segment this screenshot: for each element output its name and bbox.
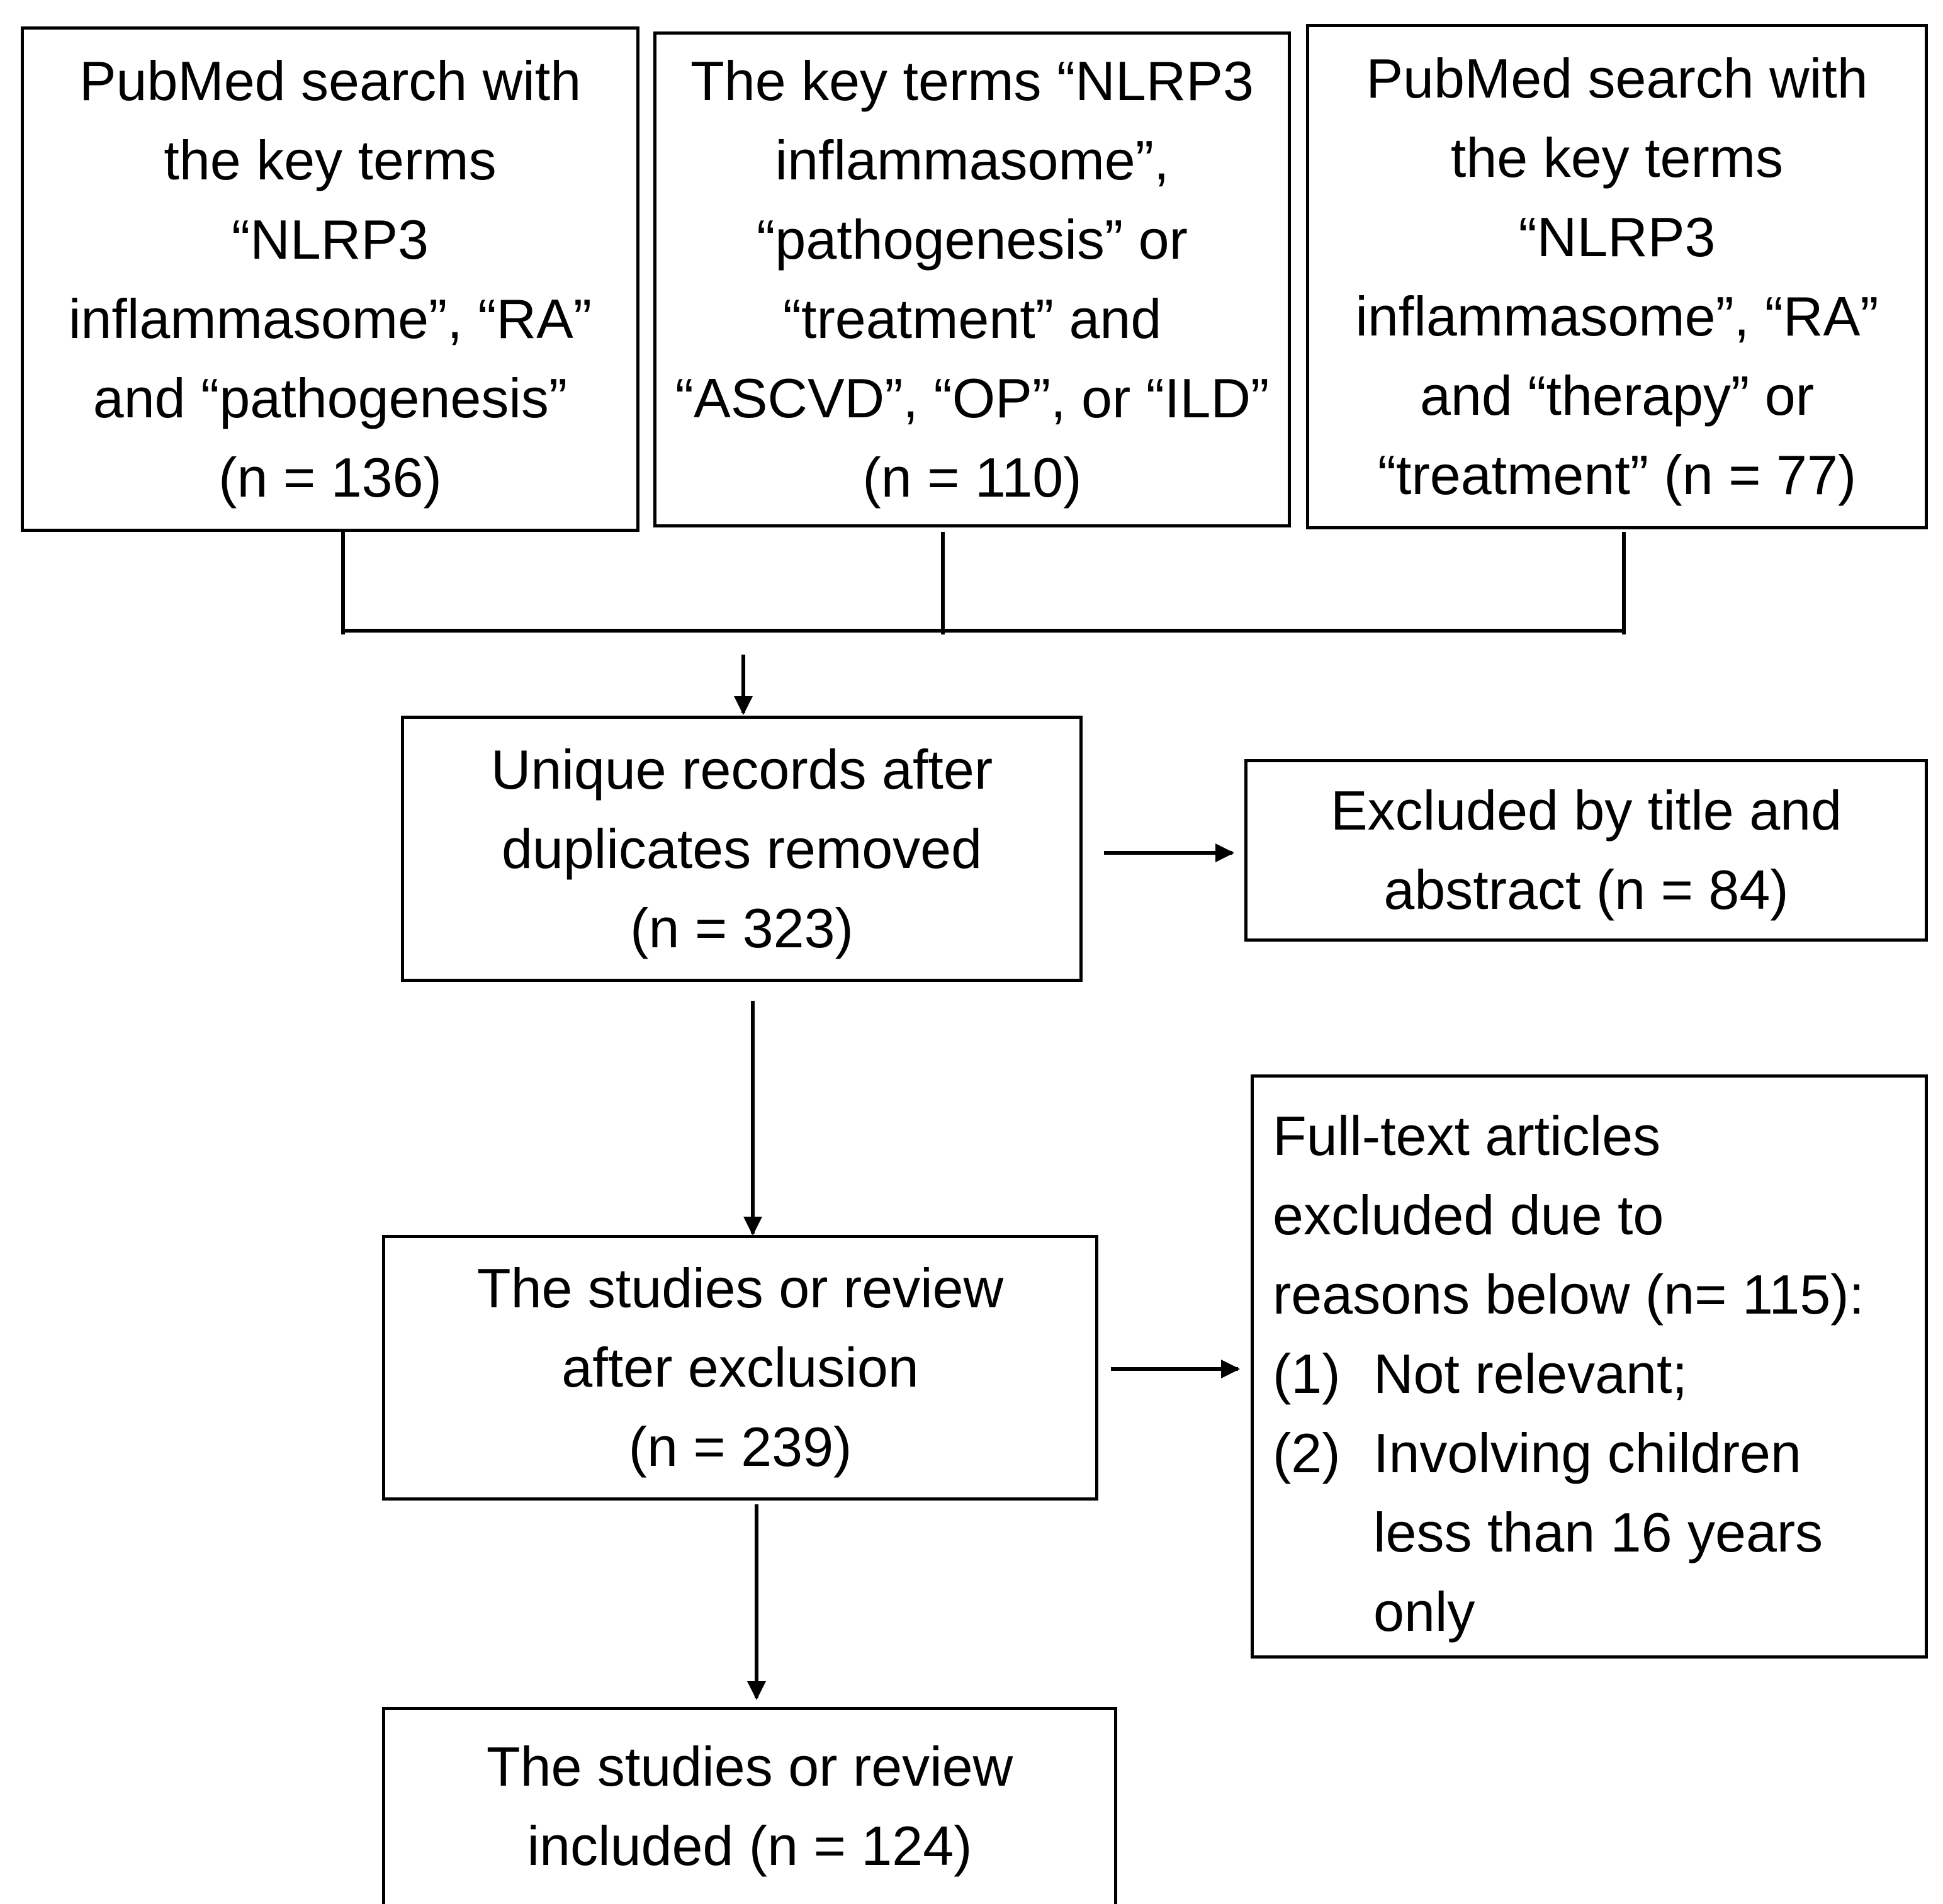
reason-text: less than 16 years [1373,1501,1823,1563]
box-line: the key terms [1450,126,1784,189]
reason-text: only [1373,1580,1475,1643]
box-line: Unique records after [490,738,993,801]
box-excluded-title-abstract: Excluded by title and abstract (n = 84) [1244,759,1928,942]
reason-text: Involving children [1373,1422,1801,1484]
reason-number: (1) [1273,1343,1341,1405]
box-count: abstract (n = 84) [1383,859,1789,921]
box-count: “treatment” (n = 77) [1377,443,1857,506]
box-search-therapy: PubMed search with the key terms “NLRP3 … [1306,24,1928,529]
box-line: and “pathogenesis” [93,366,568,429]
box-unique-records: Unique records after duplicates removed … [401,716,1083,982]
box-line: “pathogenesis” or [757,208,1188,271]
box-search-comorbidities: The key terms “NLRP3 inflammasome”, “pat… [653,31,1291,527]
box-count: included (n = 124) [527,1815,972,1877]
box-line: The studies or review [476,1257,1004,1319]
box-count: (n = 239) [628,1416,852,1478]
box-line: after exclusion [561,1336,919,1399]
box-line: Excluded by title and [1330,779,1842,842]
box-line: inflammasome”, [775,129,1169,191]
reason-continuation: less than 16 years [1273,1493,1823,1572]
reason-text: Not relevant; [1373,1343,1687,1405]
box-line: The studies or review [486,1735,1013,1798]
box-count: (n = 110) [862,446,1082,509]
box-search-pathogenesis: PubMed search with the key terms “NLRP3 … [21,26,639,532]
reason-number: (2) [1273,1422,1341,1484]
box-line: and “therapy” or [1419,364,1815,427]
box-after-exclusion: The studies or review after exclusion (n… [382,1235,1098,1501]
box-line: inflammasome”, “RA” [68,287,592,350]
box-count: (n = 323) [630,896,853,959]
box-fulltext-excluded: Full-text articles excluded due to reaso… [1251,1074,1928,1659]
box-line: reasons below (n= 115): [1273,1263,1865,1326]
box-line: “NLRP3 [232,208,429,271]
box-line: “NLRP3 [1518,205,1716,268]
box-line: PubMed search with [79,49,582,112]
box-line: duplicates removed [501,817,983,880]
box-count: (n = 136) [218,446,442,509]
box-included: The studies or review included (n = 124) [382,1707,1117,1904]
box-line: The key terms “NLRP3 [690,50,1254,112]
reason-continuation: only [1273,1572,1475,1652]
reason-item: (2) Involving children [1273,1414,1801,1493]
box-line: PubMed search with [1366,47,1868,110]
box-line: the key terms [164,128,497,191]
box-line: excluded due to [1273,1184,1664,1246]
box-line: “treatment” and [782,288,1162,350]
box-line: “ASCVD”, “OP”, or “ILD” [675,367,1270,429]
box-line: inflammasome”, “RA” [1355,284,1879,347]
box-line: Full-text articles [1273,1105,1661,1167]
reason-item: (1) Not relevant; [1273,1334,1687,1414]
